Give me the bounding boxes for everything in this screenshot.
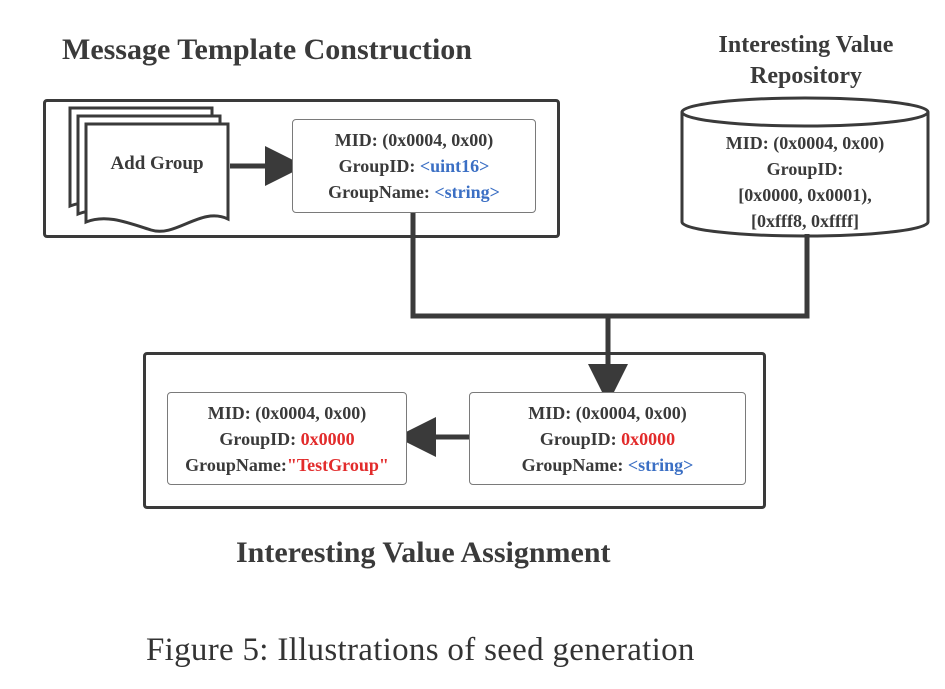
assign-right-groupname: GroupName: <string> (470, 452, 745, 478)
repository-range-1: [0x0000, 0x0001), (738, 185, 872, 205)
template-groupid-value: <uint16> (419, 156, 490, 176)
document-stack-icon (68, 106, 230, 233)
assign-left-mid: MID: (0x0004, 0x00) (207, 402, 367, 423)
assign-right-card: MID: (0x0004, 0x00) GroupID: 0x0000 Grou… (469, 392, 746, 485)
repository-title: Interesting Value Repository (690, 30, 922, 92)
construction-frame (43, 99, 560, 238)
assign-right-groupid-label: GroupID: (539, 428, 622, 449)
template-groupname-label: GroupName: (328, 182, 435, 202)
assign-left-groupname: GroupName:"TestGroup" (168, 452, 406, 478)
assign-left-groupid-value: 0x0000 (300, 428, 355, 449)
assign-left-groupid-label: GroupID: (219, 428, 301, 449)
assign-left-groupname-value: "TestGroup" (286, 454, 389, 475)
assign-right-groupname-label: GroupName: (521, 454, 628, 475)
repository-mid: MID: (0x0004, 0x00) (725, 133, 885, 153)
construction-title: Message Template Construction (62, 33, 472, 66)
repository-groupid-label: GroupID: (766, 159, 844, 179)
repository-title-line-1: Interesting Value (718, 32, 894, 58)
assign-left-card: MID: (0x0004, 0x00) GroupID: 0x0000 Grou… (167, 392, 407, 485)
assignment-frame (143, 352, 766, 509)
repository-range-2: [0xfff8, 0xffff] (751, 211, 859, 231)
add-group-label: Add Group (110, 153, 204, 174)
repository-card: MID: (0x0004, 0x00) GroupID: [0x0000, 0x… (690, 130, 920, 234)
template-groupid-label: GroupID: (338, 156, 420, 176)
assign-right-groupid-value: 0x0000 (621, 428, 676, 449)
assign-right-mid: MID: (0x0004, 0x00) (528, 402, 687, 423)
template-mid: MID: (0x0004, 0x00) (334, 130, 494, 150)
template-groupname-value: <string> (434, 182, 500, 202)
figure-caption: Figure 5: Illustrations of seed generati… (146, 632, 695, 668)
template-groupid: GroupID: <uint16> (293, 153, 535, 179)
connector-template-to-merge (410, 213, 608, 319)
template-card: MID: (0x0004, 0x00) GroupID: <uint16> Gr… (292, 119, 536, 213)
repository-title-line-2: Repository (750, 63, 862, 89)
template-groupname: GroupName: <string> (293, 179, 535, 205)
assign-right-groupname-value: <string> (627, 454, 694, 475)
assign-left-groupname-label: GroupName: (185, 454, 287, 475)
connector-repository-to-merge (608, 234, 810, 319)
assign-right-groupid: GroupID: 0x0000 (470, 426, 745, 452)
assignment-title: Interesting Value Assignment (236, 536, 611, 569)
assign-left-groupid: GroupID: 0x0000 (168, 426, 406, 452)
